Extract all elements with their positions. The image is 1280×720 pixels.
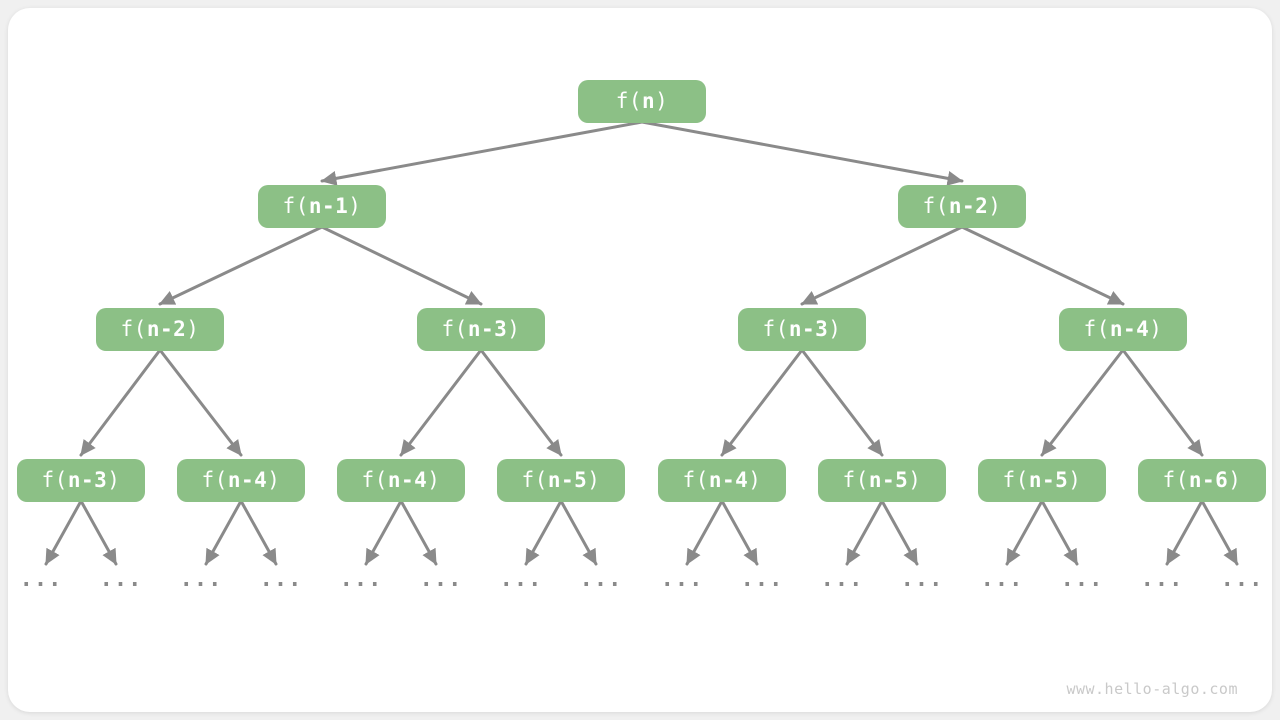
tree-edge — [364, 499, 403, 566]
tree-edge — [79, 499, 118, 566]
tree-edge — [239, 499, 278, 566]
tree-edge — [1005, 499, 1044, 566]
tree-edge — [800, 348, 884, 457]
tree-edge — [204, 499, 243, 566]
tree-edge — [79, 348, 162, 457]
tree-edge — [960, 225, 1125, 306]
tree-edge — [880, 499, 919, 566]
tree-edge — [720, 348, 804, 457]
tree-edge — [1040, 499, 1079, 566]
tree-edge — [800, 225, 964, 306]
tree-edge — [1165, 499, 1204, 566]
tree-edge — [1200, 499, 1239, 566]
tree-edge — [640, 120, 964, 186]
tree-edge — [845, 499, 884, 566]
tree-edge — [1040, 348, 1125, 457]
tree-edge — [720, 499, 759, 566]
tree-edge — [399, 348, 483, 457]
tree-edge — [158, 225, 324, 306]
diagram-card — [8, 8, 1272, 712]
tree-edge — [685, 499, 724, 566]
tree-edge — [158, 348, 243, 457]
tree-edge — [320, 225, 483, 306]
tree-edge — [479, 348, 563, 457]
tree-edge — [399, 499, 438, 566]
tree-edge — [320, 120, 644, 186]
tree-edge — [559, 499, 598, 566]
watermark-text: www.hello-algo.com — [1066, 680, 1238, 698]
tree-edge — [524, 499, 563, 566]
tree-edge — [1121, 348, 1204, 457]
tree-edge — [44, 499, 83, 566]
